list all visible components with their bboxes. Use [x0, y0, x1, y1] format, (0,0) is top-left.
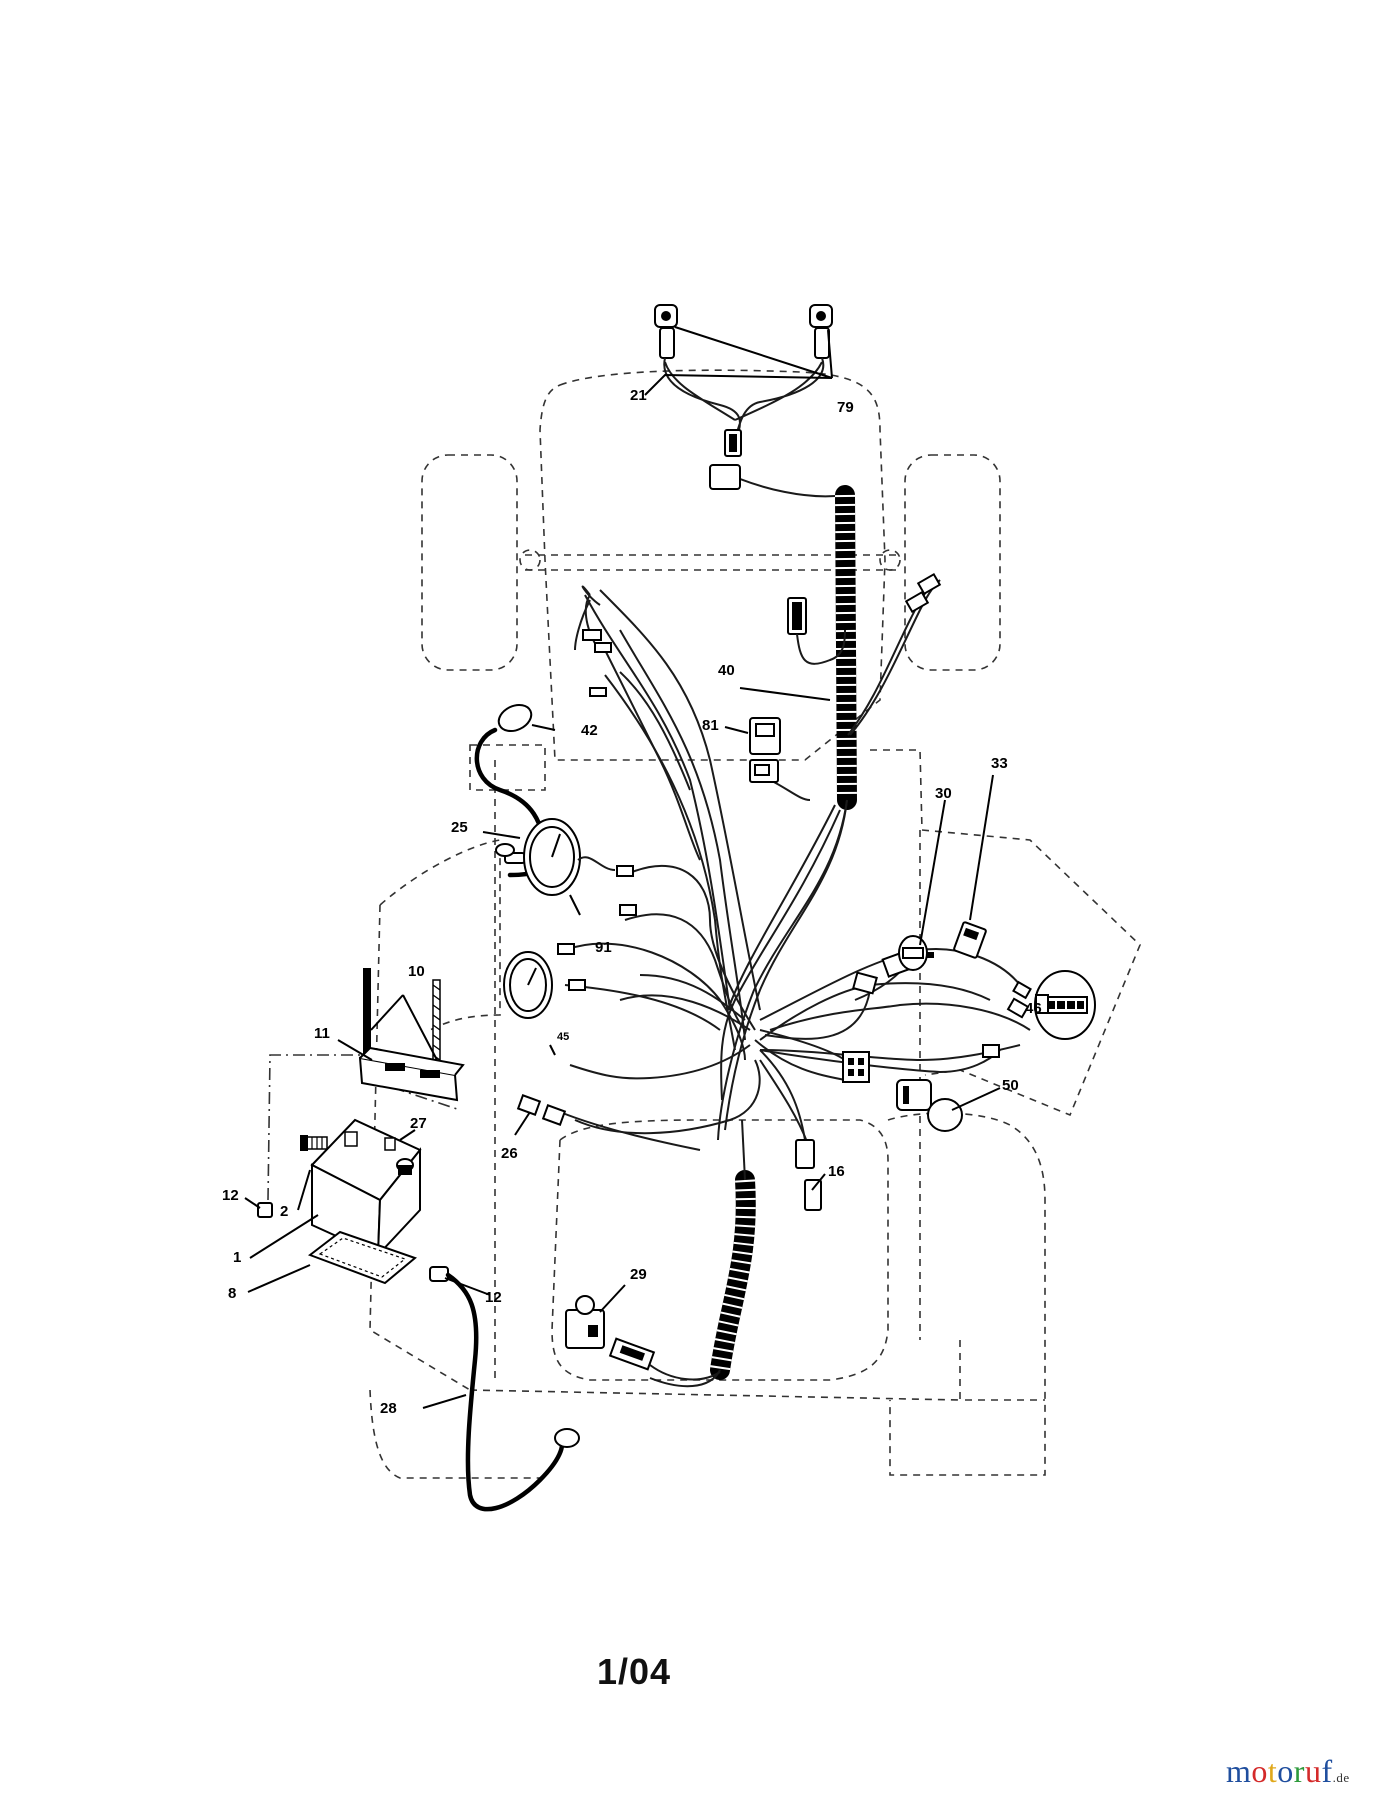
- watermark-letter: t: [1267, 1753, 1278, 1789]
- callout-26: 26: [501, 1145, 518, 1162]
- callout-2: 2: [280, 1203, 288, 1220]
- watermark-letter: f: [1321, 1753, 1333, 1789]
- callout-25: 25: [451, 819, 468, 836]
- callout-79: 79: [837, 399, 854, 416]
- page-code: 1/04: [597, 1651, 672, 1692]
- switch-50: [896, 1079, 963, 1132]
- watermark-tld: .de: [1332, 1770, 1350, 1785]
- gauge-91: [523, 818, 616, 896]
- callout-28: 28: [380, 1400, 397, 1417]
- callout-labels: 21 79 40 81 42 25 33 30 91 10 11 45 46 4…: [222, 387, 1042, 1417]
- harness-connectors: [516, 572, 1032, 1211]
- callout-1: 1: [233, 1249, 241, 1266]
- hour-meter-46: [1034, 970, 1096, 1040]
- chassis-outline: [369, 369, 1141, 1479]
- callout-42: 42: [581, 722, 598, 739]
- callout-50: 50: [1002, 1077, 1019, 1094]
- callout-12-top: 12: [222, 1187, 239, 1204]
- gauge-45: [503, 951, 553, 1019]
- callout-30: 30: [935, 785, 952, 802]
- callout-21: 21: [630, 387, 647, 404]
- watermark-letter: o: [1277, 1753, 1294, 1789]
- ground-cable: [429, 1266, 580, 1512]
- leader-lines: [244, 326, 1001, 1409]
- watermark-logo: motoruf.de: [1226, 1753, 1350, 1790]
- headlight-left: [654, 304, 678, 359]
- solenoid-29: [565, 1295, 721, 1381]
- callout-8: 8: [228, 1285, 236, 1302]
- watermark-letter: m: [1226, 1753, 1252, 1789]
- callout-29: 29: [630, 1266, 647, 1283]
- callout-33: 33: [991, 755, 1008, 772]
- callout-10: 10: [408, 963, 425, 980]
- callout-91: 91: [595, 939, 612, 956]
- watermark-letter: o: [1251, 1753, 1268, 1789]
- main-harness-coil: [649, 464, 857, 1388]
- switch-30: [898, 935, 934, 971]
- callout-16: 16: [828, 1163, 845, 1180]
- watermark-letter: r: [1293, 1753, 1305, 1789]
- callout-40: 40: [718, 662, 735, 679]
- switch-33: [953, 921, 987, 959]
- callout-81: 81: [702, 717, 719, 734]
- watermark-letter: u: [1304, 1753, 1322, 1789]
- watermark-text: motoruf: [1226, 1753, 1333, 1789]
- harness-bundle: [559, 579, 1031, 1151]
- callout-45: 45: [557, 1031, 569, 1043]
- callout-12-bottom: 12: [485, 1289, 502, 1306]
- headlight-harness: [663, 357, 825, 441]
- callout-46-visible: 46: [1025, 1000, 1042, 1017]
- callout-27: 27: [410, 1115, 427, 1132]
- battery-assembly: [257, 968, 465, 1285]
- callout-11: 11: [314, 1025, 330, 1042]
